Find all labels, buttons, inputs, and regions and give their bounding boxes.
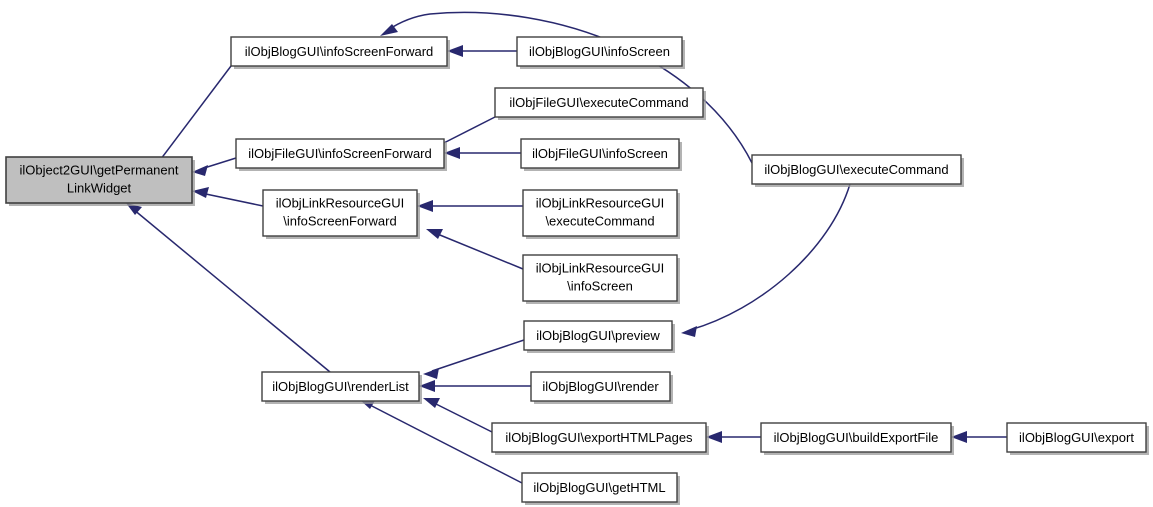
edge-link_is-to-link_isf <box>434 232 524 270</box>
node-label-line1: ilObjLinkResourceGUI <box>536 260 665 275</box>
graph-node-file_isf[interactable]: ilObjFileGUI\infoScreenForward <box>235 138 447 171</box>
node-label: ilObjFileGUI\executeCommand <box>509 95 688 110</box>
graph-node-blog_preview[interactable]: ilObjBlogGUI\preview <box>523 320 675 353</box>
edge-blog_gethtml-to-blog_renderlist <box>367 403 523 484</box>
node-label: ilObjBlogGUI\render <box>542 379 659 394</box>
node-label: ilObjBlogGUI\preview <box>536 328 660 343</box>
graph-node-blog_exporthtml[interactable]: ilObjBlogGUI\exportHTMLPages <box>491 422 709 455</box>
edge-blog_ec-to-blog_isf <box>387 11 753 164</box>
node-label-line2: \infoScreen <box>567 278 633 293</box>
graph-node-link_ec[interactable]: ilObjLinkResourceGUI \executeCommand <box>522 189 680 239</box>
node-label: ilObjBlogGUI\infoScreen <box>529 44 670 59</box>
arrowhead-icon <box>951 431 967 443</box>
node-rect[interactable] <box>522 189 678 237</box>
node-label-line2: \infoScreenForward <box>283 213 396 228</box>
node-label: ilObjBlogGUI\getHTML <box>533 480 665 495</box>
arrowhead-icon <box>706 431 722 443</box>
node-label: ilObjFileGUI\infoScreenForward <box>248 146 432 161</box>
graph-node-blog_renderlist[interactable]: ilObjBlogGUI\renderList <box>261 371 422 404</box>
node-rect[interactable] <box>261 371 420 402</box>
edge-link_isf-to-root <box>200 192 264 207</box>
node-label-line2: LinkWidget <box>67 180 132 195</box>
edge-blog_renderlist-to-root <box>132 208 331 373</box>
node-rect[interactable] <box>530 371 671 402</box>
node-rect[interactable] <box>262 189 418 237</box>
edge-blog_exporthtml-to-blog_renderlist <box>431 401 493 433</box>
node-label-line1: ilObjLinkResourceGUI <box>536 195 665 210</box>
graph-node-file_is[interactable]: ilObjFileGUI\infoScreen <box>520 138 682 171</box>
edges-layer <box>126 11 1007 484</box>
arrowhead-icon <box>192 187 209 198</box>
node-label: ilObjFileGUI\infoScreen <box>532 146 668 161</box>
arrowhead-icon <box>444 147 460 159</box>
arrowhead-icon <box>192 165 208 176</box>
node-rect[interactable] <box>520 138 680 169</box>
graph-node-blog_gethtml[interactable]: ilObjBlogGUI\getHTML <box>521 472 680 505</box>
arrowhead-icon <box>419 380 435 392</box>
node-label: ilObjBlogGUI\buildExportFile <box>774 430 939 445</box>
graph-node-blog_ec[interactable]: ilObjBlogGUI\executeCommand <box>751 154 964 187</box>
edge-blog_preview-to-blog_renderlist <box>431 339 525 372</box>
graph-node-link_is[interactable]: ilObjLinkResourceGUI \infoScreen <box>522 254 680 304</box>
node-label: ilObjBlogGUI\infoScreenForward <box>245 44 434 59</box>
node-rect[interactable] <box>751 154 962 185</box>
node-rect[interactable] <box>1006 422 1147 453</box>
graph-node-file_ec[interactable]: ilObjFileGUI\executeCommand <box>494 87 706 120</box>
node-label-line1: ilObjLinkResourceGUI <box>276 195 405 210</box>
node-label-line1: ilObject2GUI\getPermanent <box>20 162 179 177</box>
node-rect[interactable] <box>230 36 448 67</box>
edge-blog_ec-to-blog_preview <box>689 183 851 331</box>
node-label: ilObjBlogGUI\exportHTMLPages <box>505 430 693 445</box>
node-rect[interactable] <box>522 254 678 302</box>
arrowhead-icon <box>423 368 439 379</box>
graph-node-blog_buildexport[interactable]: ilObjBlogGUI\buildExportFile <box>760 422 954 455</box>
node-rect[interactable] <box>494 87 704 118</box>
nodes-layer: ilObject2GUI\getPermanentLinkWidgetilObj… <box>5 36 1149 505</box>
node-rect[interactable] <box>521 472 678 503</box>
node-rect[interactable] <box>760 422 952 453</box>
node-label: ilObjBlogGUI\executeCommand <box>764 162 948 177</box>
node-rect[interactable] <box>235 138 445 169</box>
node-rect[interactable] <box>5 156 193 204</box>
node-rect[interactable] <box>516 36 683 67</box>
node-rect[interactable] <box>491 422 707 453</box>
node-label-line2: \executeCommand <box>545 213 654 228</box>
arrowhead-icon <box>417 200 433 212</box>
node-rect[interactable] <box>523 320 673 351</box>
arrowhead-icon <box>681 326 697 337</box>
graph-node-blog_isf[interactable]: ilObjBlogGUI\infoScreenForward <box>230 36 450 69</box>
node-label: ilObjBlogGUI\renderList <box>272 379 409 394</box>
arrowhead-icon <box>426 229 443 239</box>
graph-node-blog_export[interactable]: ilObjBlogGUI\export <box>1006 422 1149 455</box>
arrowhead-icon <box>380 24 398 36</box>
node-label: ilObjBlogGUI\export <box>1019 430 1134 445</box>
graph-node-link_isf[interactable]: ilObjLinkResourceGUI \infoScreenForward <box>262 189 420 239</box>
arrowhead-icon <box>447 45 463 57</box>
graph-node-blog_is[interactable]: ilObjBlogGUI\infoScreen <box>516 36 685 69</box>
graph-node-blog_render[interactable]: ilObjBlogGUI\render <box>530 371 673 404</box>
arrowhead-icon <box>423 398 440 408</box>
